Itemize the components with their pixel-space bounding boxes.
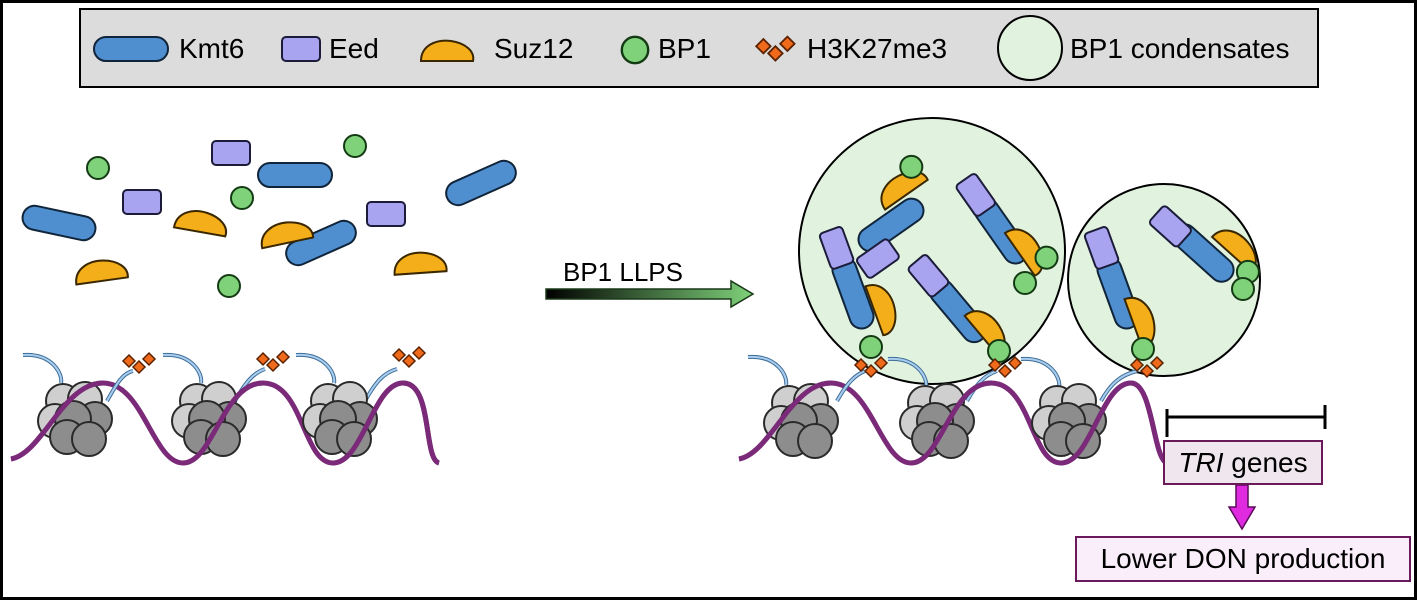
legend-label-bp1: BP1 (658, 33, 711, 64)
histone-tail (887, 357, 928, 388)
arrow-shape (545, 279, 755, 309)
suz12-free (392, 249, 448, 276)
tri-gene-bracket (1165, 405, 1327, 437)
bp1-bound (1131, 337, 1155, 361)
legend-label-h3k27me3: H3K27me3 (807, 33, 948, 64)
condensate-legend-icon (997, 15, 1063, 81)
legend-label-suz12: Suz12 (494, 33, 574, 64)
outcome-box: Lower DON production (1075, 536, 1411, 582)
bp1-bound (1013, 271, 1037, 295)
histone-tail (22, 353, 63, 384)
kmt6-free (257, 162, 333, 188)
eed-legend-icon (281, 36, 321, 62)
histone-tail (295, 353, 336, 384)
h3k27me3-mark (256, 350, 290, 372)
eed-free (211, 140, 251, 166)
bp1-free (343, 134, 367, 158)
bp1-bound (1231, 277, 1255, 301)
chromatin-left (10, 346, 441, 466)
suz12-free (72, 256, 130, 286)
diagram-canvas (10, 8, 1327, 531)
tri-genes-italic: TRI (1178, 446, 1224, 478)
h3k27me3-mark (392, 346, 426, 368)
tri-genes-rest: genes (1223, 446, 1308, 478)
llps-arrow-label: BP1 LLPS (563, 257, 683, 287)
kmt6-free (441, 155, 521, 211)
outcome-label: Lower DON production (1100, 543, 1386, 574)
h3k27me3-mark (122, 352, 156, 374)
bp1-free (230, 186, 254, 210)
suz12-free (173, 206, 231, 238)
eed-free (122, 189, 162, 215)
condensate-small (1067, 183, 1261, 377)
bp1-legend-icon (620, 35, 650, 65)
histone-tail (162, 353, 203, 384)
bp1-free (86, 156, 110, 180)
legend-label-condensates: BP1 condensates (1070, 33, 1290, 64)
bp1-free (217, 274, 241, 298)
histone-tail (1020, 357, 1061, 388)
tri-genes-box: TRI genes (1163, 440, 1323, 485)
bp1-bound (987, 339, 1011, 363)
eed-free (366, 201, 406, 227)
down-arrow-icon (1227, 484, 1257, 531)
free-components (19, 134, 521, 298)
bp1-bound (859, 335, 883, 359)
kmt6-legend-icon (93, 36, 169, 62)
llps-arrow (545, 279, 755, 309)
legend-label-eed: Eed (329, 33, 379, 64)
histone-tail (747, 355, 788, 386)
chromatin-right (738, 354, 1169, 466)
kmt6-free (19, 202, 99, 244)
legend-label-kmt6: Kmt6 (179, 33, 245, 64)
